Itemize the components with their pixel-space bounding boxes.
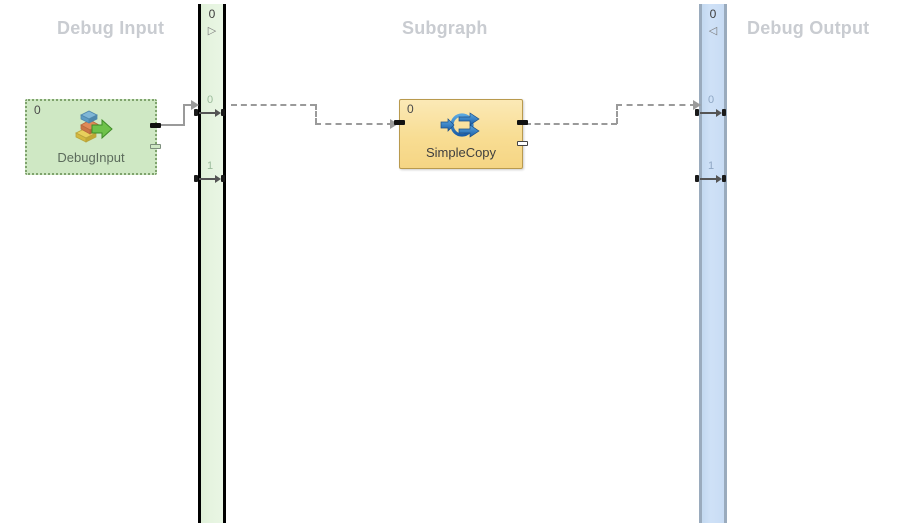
simple-copy-node-label: SimpleCopy: [425, 145, 497, 160]
input-bar-port-1-connector-icon: [188, 174, 232, 184]
debug-input-node[interactable]: 0: [25, 99, 161, 175]
blue-copy-arrows-icon: [439, 108, 483, 147]
wire-to-output-arrowhead: [693, 100, 701, 110]
wire-to-output-segment-h2: [616, 104, 696, 106]
wire-debuginput-segment-h2: [183, 104, 195, 106]
input-interface-bar-index: 0: [208, 7, 216, 21]
debug-input-node-index: 0: [34, 103, 41, 117]
input-interface-bar[interactable]: 0 ▷ 0 1: [194, 4, 226, 523]
lane-title-debug-output: Debug Output: [747, 18, 870, 38]
debug-input-node-out-port-1[interactable]: [150, 144, 161, 149]
simple-copy-node[interactable]: 0 SimpleCopy: [394, 99, 528, 169]
wire-debuginput-segment-h1: [146, 124, 184, 126]
wire-to-simplecopy-segment-v: [315, 104, 317, 124]
output-bar-port-0[interactable]: 0: [689, 94, 733, 118]
debug-input-node-label: DebugInput: [57, 150, 125, 165]
input-interface-bar-body: [198, 4, 226, 523]
blocks-green-arrow-icon: [68, 109, 114, 150]
output-interface-bar-index: 0: [709, 7, 717, 21]
input-bar-port-0-index: 0: [206, 94, 214, 106]
lane-title-debug-input: Debug Input: [57, 18, 165, 38]
output-bar-port-1[interactable]: 1: [689, 160, 733, 184]
simple-copy-node-out-port-1[interactable]: [517, 141, 528, 146]
wire-to-simplecopy-segment-h1: [231, 104, 316, 106]
output-interface-bar-body: [699, 4, 727, 523]
wire-to-simplecopy-segment-h2: [315, 123, 393, 125]
play-triangle-icon: ▷: [207, 25, 217, 37]
output-bar-port-1-connector-icon: [689, 174, 733, 184]
wire-to-output-segment-h1: [525, 123, 617, 125]
wire-to-output-segment-v: [616, 104, 618, 124]
simple-copy-node-index: 0: [407, 102, 414, 116]
output-bar-port-0-index: 0: [707, 94, 715, 106]
output-bar-port-0-connector-icon: [689, 108, 733, 118]
lane-title-subgraph: Subgraph: [402, 18, 488, 38]
output-bar-port-1-index: 1: [707, 160, 715, 172]
input-bar-port-1-index: 1: [206, 160, 214, 172]
output-interface-bar[interactable]: 0 ◁ 0 1: [695, 4, 727, 523]
input-bar-port-1[interactable]: 1: [188, 160, 232, 184]
simple-copy-node-out-port-0[interactable]: [517, 120, 528, 125]
wire-debuginput-arrowhead: [191, 100, 199, 110]
debug-input-node-out-port-0[interactable]: [150, 123, 161, 128]
wire-debuginput-segment-v: [183, 104, 185, 126]
input-bar-port-0[interactable]: 0: [188, 94, 232, 118]
simple-copy-node-in-port-0[interactable]: [394, 120, 405, 125]
play-triangle-left-icon: ◁: [708, 25, 718, 37]
input-bar-port-0-connector-icon: [188, 108, 232, 118]
